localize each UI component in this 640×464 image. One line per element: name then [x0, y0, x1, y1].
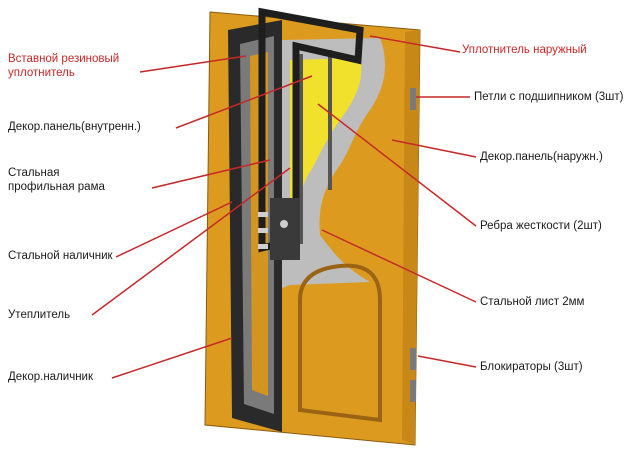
leader-casing	[115, 201, 233, 258]
label-steel-sheet: Стальной лист 2мм	[480, 296, 585, 308]
label-rubber-seal: Вставной резиновый уплотнитель	[8, 53, 120, 79]
hinge-2	[410, 348, 416, 370]
label-decor-casing: Декор.наличник	[8, 371, 94, 383]
insulation-layer	[290, 58, 362, 234]
leader-ribs	[317, 103, 477, 227]
blocker-bolt-1	[258, 212, 268, 217]
stiffening-rib-2	[328, 50, 332, 190]
label-blockers: Блокираторы (3шт)	[480, 361, 583, 373]
label-stiffening-ribs: Ребра жесткости (2шт)	[480, 220, 602, 232]
decor-arch-panel	[298, 263, 382, 423]
label-insulation: Утеплитель	[8, 309, 71, 321]
label-decor-panel-outer: Декор.панель(наружн.)	[480, 151, 603, 163]
label-steel-profile-frame: Стальная профильная рама	[8, 167, 105, 193]
leader-rubber-seal	[139, 55, 247, 73]
label-steel-casing: Стальной наличник	[8, 250, 113, 262]
leader-decor-outer	[391, 139, 477, 158]
leader-decor-casing	[111, 337, 233, 379]
lock-cylinder	[280, 220, 288, 228]
hinge-3	[410, 380, 416, 402]
label-hinges: Петли с подшипником (3шт)	[474, 91, 624, 103]
leader-blockers	[417, 355, 477, 368]
leader-outer-seal	[369, 35, 461, 53]
leader-insulation	[91, 167, 291, 316]
hinge-1	[410, 88, 416, 110]
leader-decor-inner	[175, 75, 313, 129]
outer-door-right-edge	[402, 30, 420, 445]
label-outer-seal: Уплотнитель наружный	[462, 44, 587, 56]
blocker-bolt-2	[258, 228, 268, 233]
leader-frame	[151, 159, 271, 189]
lock-plate	[270, 198, 300, 260]
label-decor-panel-inner: Декор.панель(внутренн.)	[8, 121, 141, 133]
stiffening-rib-1	[298, 54, 303, 244]
leader-steel-sheet	[321, 229, 477, 303]
blocker-bolt-3	[258, 244, 268, 249]
